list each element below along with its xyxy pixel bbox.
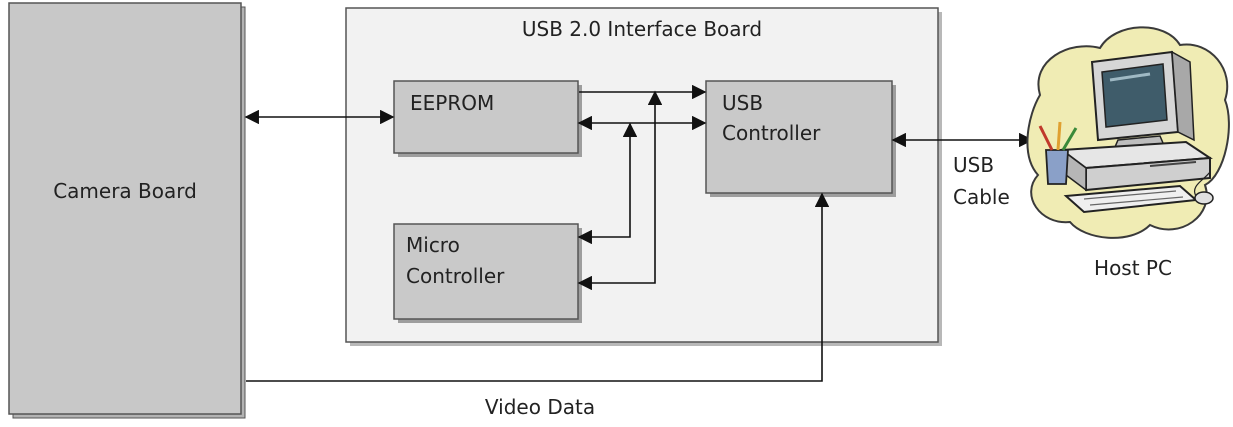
eeprom-label: EEPROM [410,91,494,115]
usb-controller-label-1: USB [722,91,763,115]
micro-controller-label-2: Controller [406,264,505,288]
usb-cable-label-2: Cable [953,185,1010,209]
usb-cable-label-1: USB [953,153,994,177]
micro-bus-line-2 [577,90,663,291]
camera-board: Camera Board [8,2,246,419]
micro-controller-block: Micro Controller [393,223,582,323]
camera-board-label: Camera Board [53,179,197,203]
usb-controller-label-2: Controller [722,121,821,145]
usb-controller-block: USB Controller [705,80,896,197]
eeprom-block: EEPROM [393,80,582,157]
desktop-computer-icon [1026,26,1230,239]
micro-controller-label-1: Micro [406,233,460,257]
video-data-line [246,192,830,382]
interface-board-title: USB 2.0 Interface Board [522,17,762,41]
video-data-label: Video Data [485,395,595,419]
host-pc-label: Host PC [1094,256,1172,280]
